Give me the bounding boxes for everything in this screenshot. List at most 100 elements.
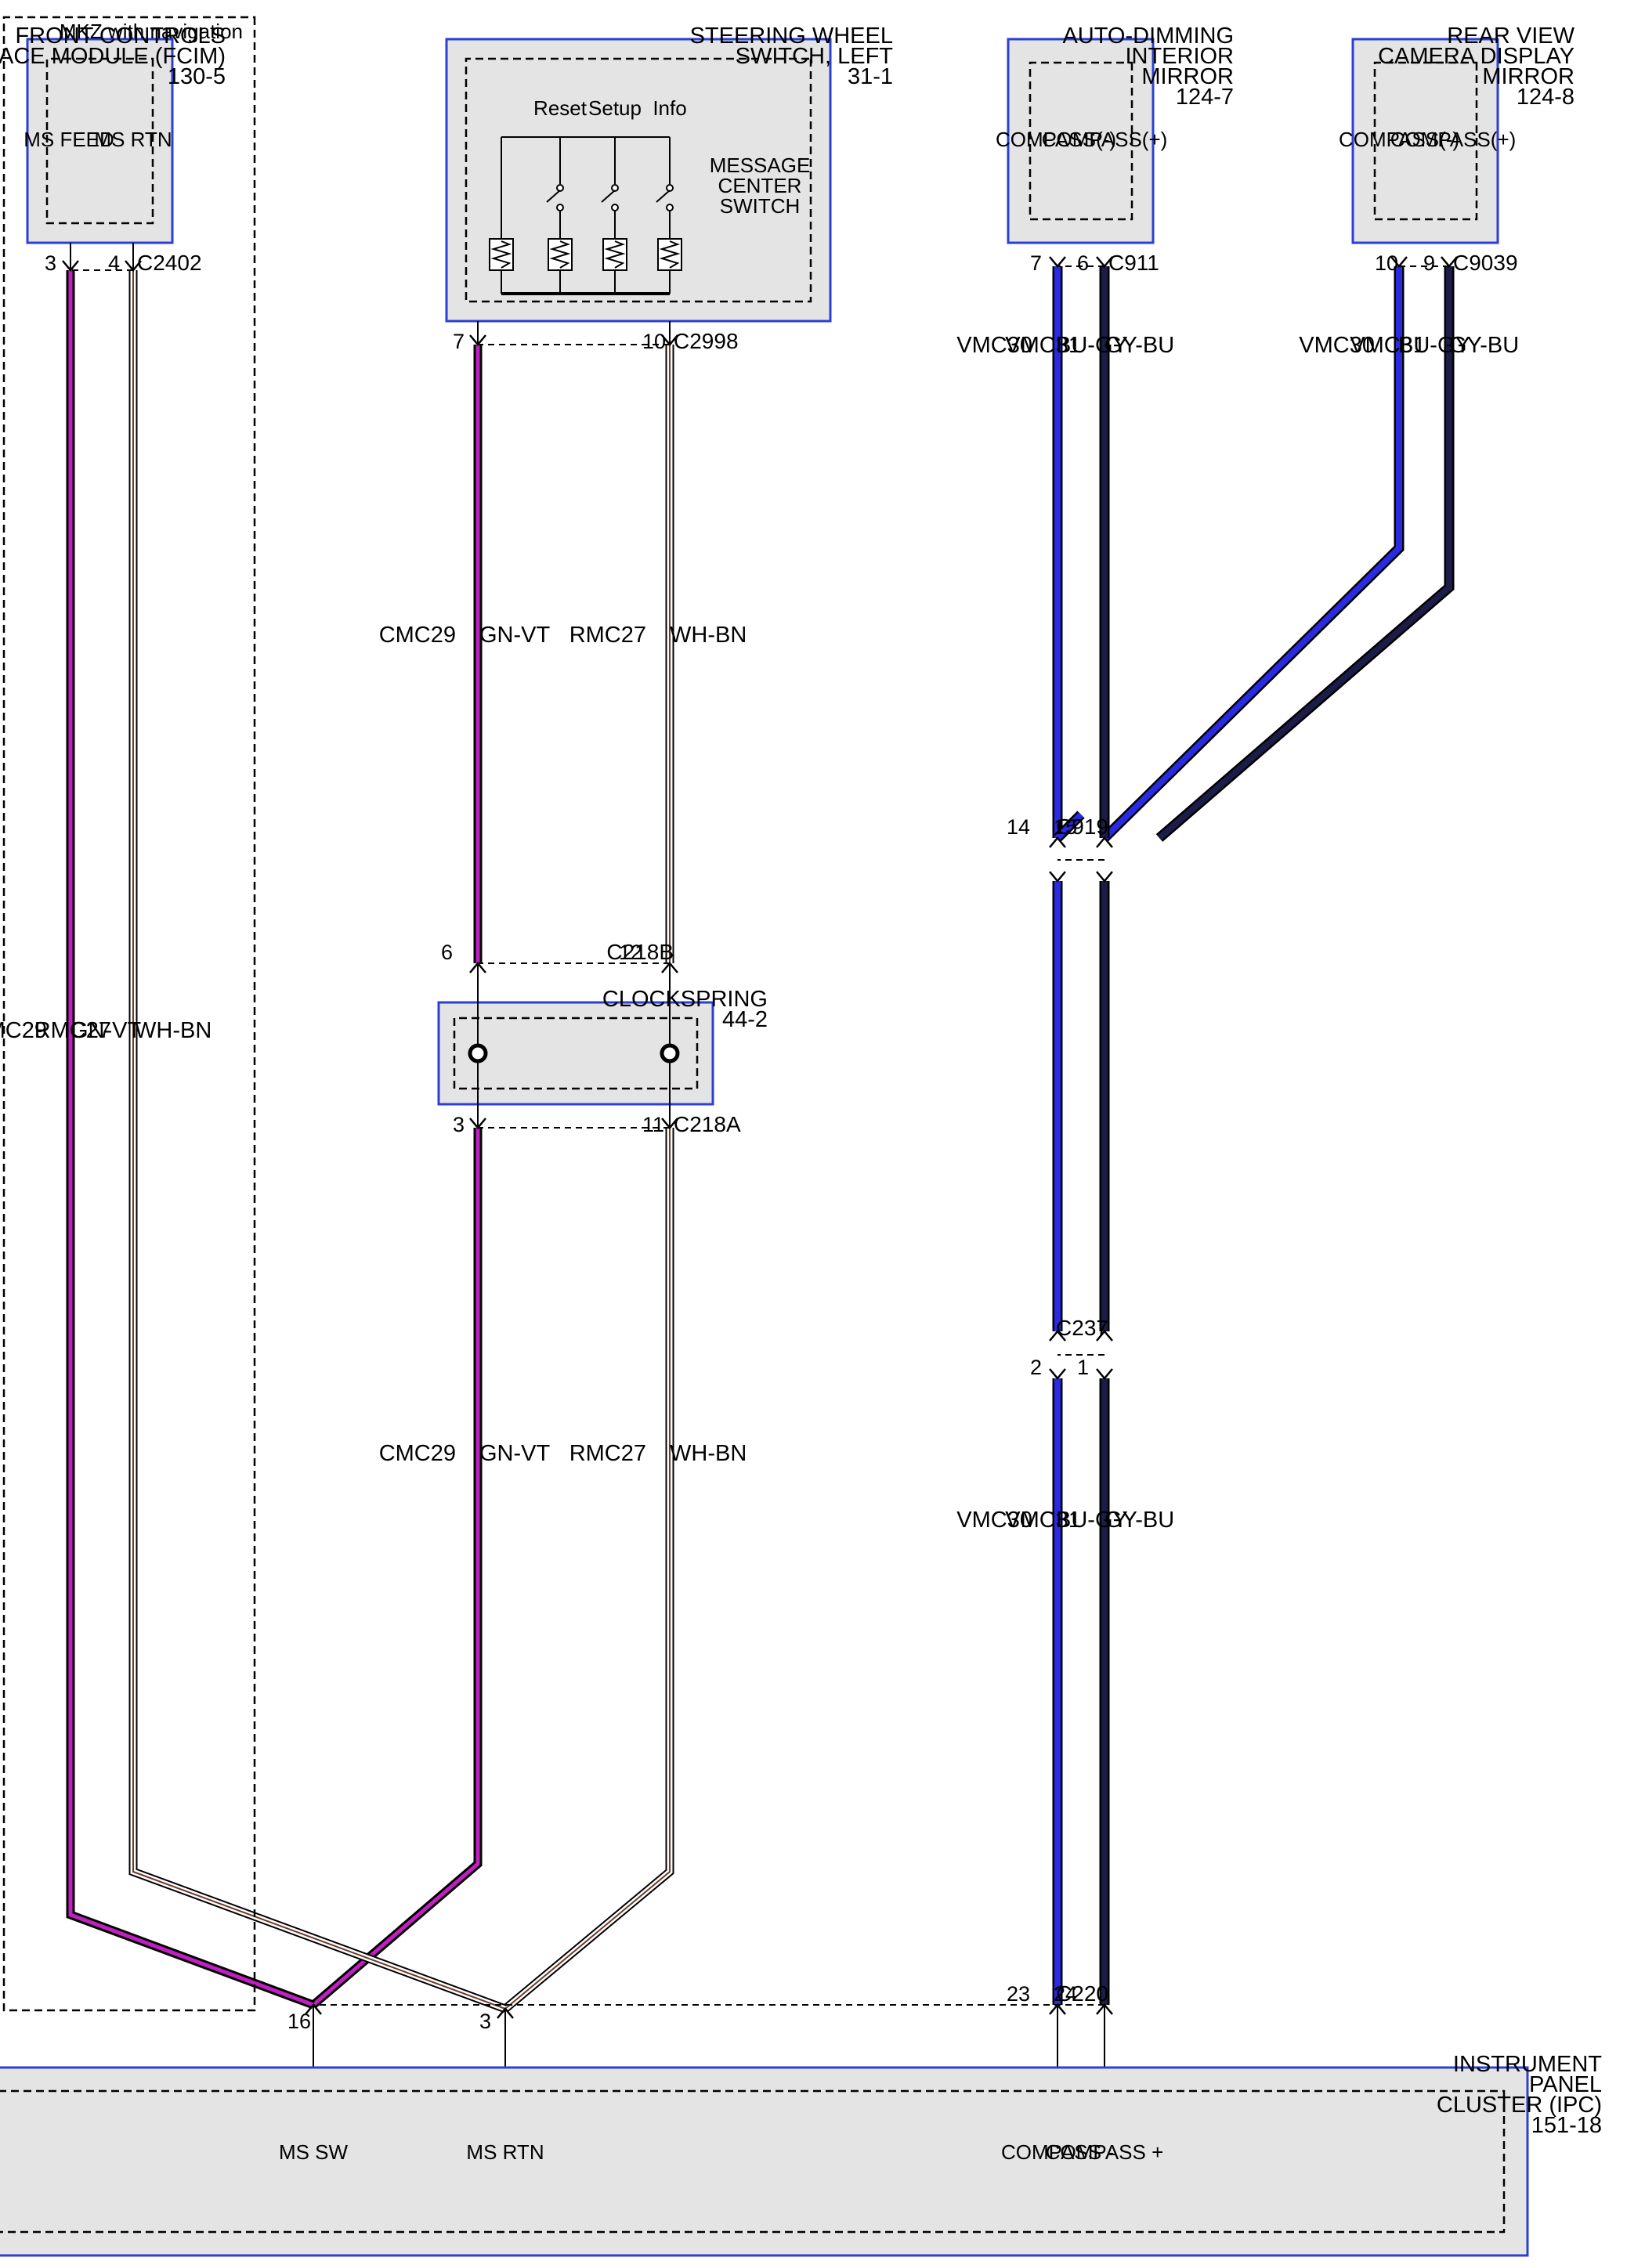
wire-rmc27-lower bbox=[502, 1128, 674, 2013]
connector-c9039: C9039 9 10 bbox=[1375, 251, 1518, 275]
wire-label-cmc29-lower: CMC29 GN-VT bbox=[379, 1441, 551, 1466]
connector-terminal bbox=[1049, 836, 1066, 848]
svg-text:C220: C220 bbox=[1056, 1981, 1108, 2006]
svg-text:WH-BN: WH-BN bbox=[135, 1018, 212, 1043]
switch-button-setup: Setup bbox=[588, 96, 642, 294]
auto-dimming-mirror: COMPASS(+) COMPASS(-) AUTO-DIMMING INTER… bbox=[996, 23, 1234, 244]
svg-text:3: 3 bbox=[45, 251, 56, 275]
svg-text:Info: Info bbox=[653, 96, 686, 120]
option-group-label: MKZ with navigation bbox=[60, 20, 243, 43]
wire-label-vmc30-top: VMC30 BU-GY bbox=[956, 333, 1128, 358]
pin-label-compass-plus: COMPASS + bbox=[1046, 2140, 1164, 2164]
svg-text:7: 7 bbox=[453, 330, 465, 353]
svg-text:6: 6 bbox=[441, 941, 453, 964]
component-name: FRONT CONTROLS INTERFACE MODULE (FCIM) 1… bbox=[0, 23, 226, 89]
svg-text:GY-BU: GY-BU bbox=[1449, 333, 1519, 358]
svg-text:3: 3 bbox=[453, 1113, 465, 1136]
svg-text:CMC29: CMC29 bbox=[379, 1441, 456, 1466]
svg-text:C2402: C2402 bbox=[137, 251, 202, 275]
component-name: AUTO-DIMMING INTERIOR MIRROR 124-7 bbox=[1062, 23, 1234, 110]
svg-text:RMC27: RMC27 bbox=[34, 1018, 111, 1043]
switch-button-info: Info bbox=[653, 96, 687, 294]
resistor bbox=[489, 238, 514, 271]
wire-label-vmc30-bottom: VMC30 BU-GY bbox=[956, 1508, 1128, 1533]
svg-text:16: 16 bbox=[287, 2010, 311, 2033]
connector-terminal bbox=[1096, 1368, 1113, 1380]
wire-cmc29-lower bbox=[310, 1128, 483, 2009]
connector-terminal bbox=[1049, 871, 1066, 883]
option-group-outline bbox=[2, 16, 256, 2012]
connector-c237: C237 1 2 bbox=[1030, 1316, 1108, 1379]
svg-text:GY-BU: GY-BU bbox=[1104, 333, 1174, 358]
wire-vmc30-rear bbox=[1101, 266, 1405, 842]
component-name: INSTRUMENT PANEL CLUSTER (IPC) 151-18 bbox=[1437, 2052, 1602, 2138]
connector-terminal bbox=[1049, 256, 1066, 268]
svg-text:GN-VT: GN-VT bbox=[70, 1018, 142, 1043]
pin-label-compass-plus: COMPASS(+) bbox=[1390, 128, 1517, 151]
svg-text:124-8: 124-8 bbox=[1517, 85, 1574, 110]
svg-text:1: 1 bbox=[1077, 1356, 1089, 1379]
svg-text:SWITCH: SWITCH bbox=[720, 194, 801, 218]
svg-text:124-7: 124-7 bbox=[1176, 85, 1234, 110]
wire-label-vmc31-top: VMC31 GY-BU bbox=[1005, 333, 1174, 358]
pin-label-ms-feed: MS FEED bbox=[24, 128, 114, 151]
svg-text:WH-BN: WH-BN bbox=[670, 1441, 747, 1466]
instrument-panel-cluster: COMPASS + COMPASS - MS RTN MS SW INSTRUM… bbox=[0, 2052, 1602, 2257]
svg-text:INSTRUMENT: INSTRUMENT bbox=[1453, 2052, 1602, 2077]
svg-text:C911: C911 bbox=[1108, 251, 1159, 275]
wire-rmc27-fcim bbox=[128, 270, 507, 2013]
wire-label-cmc29-fcim: CMC29 GN-VT bbox=[0, 1018, 142, 1043]
connector-c2402: C2402 4 3 bbox=[45, 251, 202, 275]
connector-terminal bbox=[1049, 1368, 1066, 1380]
svg-text:RMC27: RMC27 bbox=[569, 623, 646, 648]
wire-label-rmc27-upper: RMC27 WH-BN bbox=[569, 623, 747, 648]
svg-text:VMC30: VMC30 bbox=[1299, 333, 1375, 358]
svg-text:BU-GY: BU-GY bbox=[1056, 1508, 1128, 1533]
svg-text:GN-VT: GN-VT bbox=[479, 623, 551, 648]
svg-text:10: 10 bbox=[642, 330, 666, 353]
svg-text:BU-GY: BU-GY bbox=[1398, 333, 1470, 358]
connector-c911: C911 6 7 bbox=[1030, 251, 1159, 275]
svg-text:STEERING WHEEL: STEERING WHEEL bbox=[690, 23, 893, 49]
svg-text:C218B: C218B bbox=[606, 940, 674, 964]
svg-text:12: 12 bbox=[619, 941, 642, 964]
svg-text:Setup: Setup bbox=[588, 96, 642, 120]
svg-text:BU-GY: BU-GY bbox=[1056, 333, 1128, 358]
steering-wheel-switch: Info Setup R bbox=[445, 23, 894, 345]
pin-label-compass-minus: COMPASS(-) bbox=[996, 128, 1116, 151]
svg-text:VMC31: VMC31 bbox=[1350, 333, 1426, 358]
svg-text:VMC30: VMC30 bbox=[956, 1508, 1032, 1533]
svg-text:C218A: C218A bbox=[674, 1112, 741, 1136]
svg-text:MIRROR: MIRROR bbox=[1482, 64, 1574, 89]
svg-text:VMC30: VMC30 bbox=[956, 333, 1032, 358]
svg-text:MESSAGE: MESSAGE bbox=[710, 153, 811, 177]
svg-text:REAR VIEW: REAR VIEW bbox=[1447, 23, 1574, 49]
connector-c2998: C2998 10 7 bbox=[453, 329, 739, 353]
svg-text:VMC31: VMC31 bbox=[1005, 333, 1081, 358]
svg-text:31-1: 31-1 bbox=[848, 64, 893, 89]
connector-terminal bbox=[62, 260, 79, 272]
component-name: STEERING WHEEL SWITCH, LEFT 31-1 bbox=[690, 23, 894, 89]
connector-terminal bbox=[1096, 836, 1113, 848]
svg-text:GY-BU: GY-BU bbox=[1104, 1508, 1174, 1533]
svg-text:7: 7 bbox=[1030, 251, 1042, 275]
connector-terminal bbox=[1049, 1330, 1066, 1342]
svg-text:CMC29: CMC29 bbox=[0, 1018, 47, 1043]
svg-text:C237: C237 bbox=[1056, 1316, 1108, 1340]
svg-text:10: 10 bbox=[1375, 251, 1398, 275]
connector-c218b: C218B 12 6 bbox=[441, 940, 674, 964]
switch-name: MESSAGE CENTER SWITCH bbox=[710, 153, 811, 218]
pin-label-compass-minus: COMPASS - bbox=[1001, 2140, 1114, 2164]
svg-text:VMC31: VMC31 bbox=[1005, 1508, 1081, 1533]
connector-terminal bbox=[1096, 1330, 1113, 1342]
svg-text:3: 3 bbox=[479, 2010, 491, 2033]
svg-text:44-2: 44-2 bbox=[722, 1007, 768, 1032]
rear-view-mirror: COMPASS(+) COMPASS(-) REAR VIEW CAMERA D… bbox=[1339, 23, 1575, 244]
wire-label-vmc31-bottom: VMC31 GY-BU bbox=[1005, 1508, 1174, 1533]
connector-terminal bbox=[1096, 871, 1113, 883]
svg-text:CLUSTER (IPC): CLUSTER (IPC) bbox=[1437, 2093, 1602, 2118]
pin-label-ms-rtn: MS RTN bbox=[466, 2140, 544, 2164]
component-name: CLOCKSPRING 44-2 bbox=[602, 987, 768, 1032]
wire-label-vmc31-rear: VMC31 GY-BU bbox=[1350, 333, 1519, 358]
